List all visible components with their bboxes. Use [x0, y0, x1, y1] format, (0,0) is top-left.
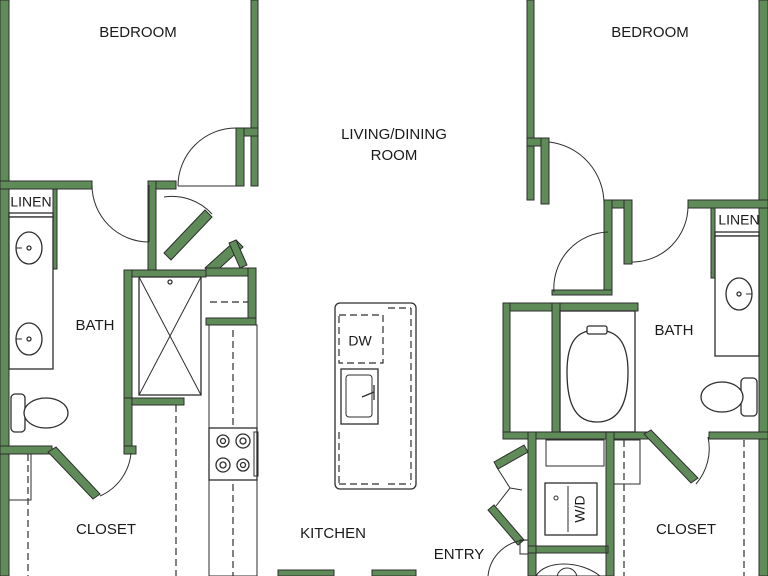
toilet-icon [23, 397, 69, 429]
room-label-bath-right: BATH [655, 322, 694, 339]
room-label-bath-left: BATH [76, 317, 115, 334]
doors [91, 127, 710, 507]
room-label-living-dining-2: ROOM [371, 147, 418, 164]
door-swing [695, 436, 710, 485]
appliance-label-wd: W/D [572, 495, 588, 522]
door-swing [91, 184, 150, 243]
door-swing [548, 141, 605, 205]
door-swing [631, 205, 689, 263]
room-label-bedroom-right: BEDROOM [611, 24, 689, 41]
room-labels: BEDROOM BEDROOM LIVING/DINING ROOM LINEN… [10, 24, 759, 563]
room-label-bedroom-left: BEDROOM [99, 24, 177, 41]
room-label-linen-left: LINEN [10, 194, 51, 210]
toilet-icon [700, 381, 744, 413]
room-label-closet-right: CLOSET [656, 521, 716, 538]
dishwasher-icon [338, 314, 384, 364]
door-swing [177, 127, 237, 187]
room-label-kitchen: KITCHEN [300, 525, 366, 542]
appliance-label-dw: DW [348, 333, 372, 349]
door-swing [553, 231, 609, 293]
room-label-closet-left: CLOSET [76, 521, 136, 538]
door-swing [99, 452, 132, 497]
door-swing [163, 195, 213, 215]
cooktop-icon [208, 427, 258, 481]
room-label-entry: ENTRY [434, 546, 485, 563]
washer-dryer-icon [544, 482, 598, 536]
room-label-living-dining: LIVING/DINING [341, 126, 447, 143]
fixtures [8, 212, 760, 576]
toilet-tank-left [10, 393, 26, 433]
room-label-linen-right: LINEN [718, 212, 759, 228]
